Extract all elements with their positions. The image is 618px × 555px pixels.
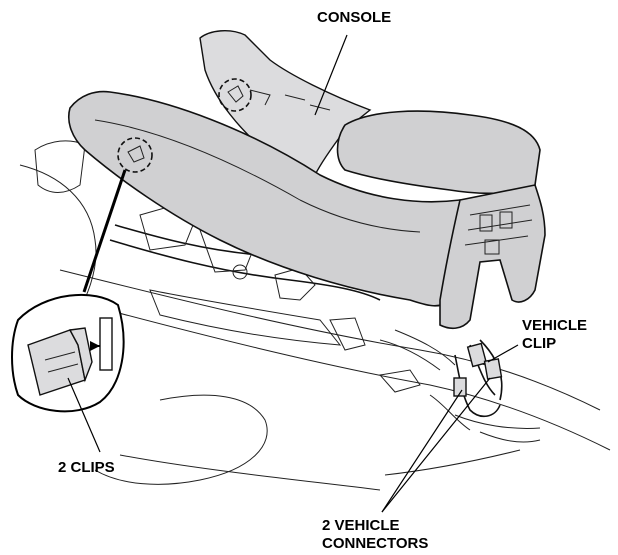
two-clips-leader — [67, 377, 101, 453]
clip-location-upper — [218, 78, 252, 112]
label-vehicle-clip-line1: VEHICLE — [522, 317, 587, 334]
label-console: CONSOLE — [317, 9, 391, 26]
label-vehicle-clip-line2: CLIP — [522, 335, 556, 352]
label-connectors-line1: 2 VEHICLE — [322, 517, 400, 534]
label-two-clips: 2 CLIPS — [58, 459, 115, 476]
label-connectors-line2: CONNECTORS — [322, 535, 428, 552]
vehicle-clip-leader — [487, 344, 519, 363]
connectors-leader-a — [381, 389, 463, 513]
console-armrest — [336, 110, 541, 195]
console-leader — [314, 34, 348, 116]
connectors-leader-b — [381, 377, 491, 513]
console-rear-end — [439, 184, 546, 330]
clip-location-lower — [117, 137, 153, 173]
wire-harness — [379, 339, 503, 431]
clip-detail-inset — [11, 293, 125, 413]
floor-outline — [19, 140, 611, 491]
